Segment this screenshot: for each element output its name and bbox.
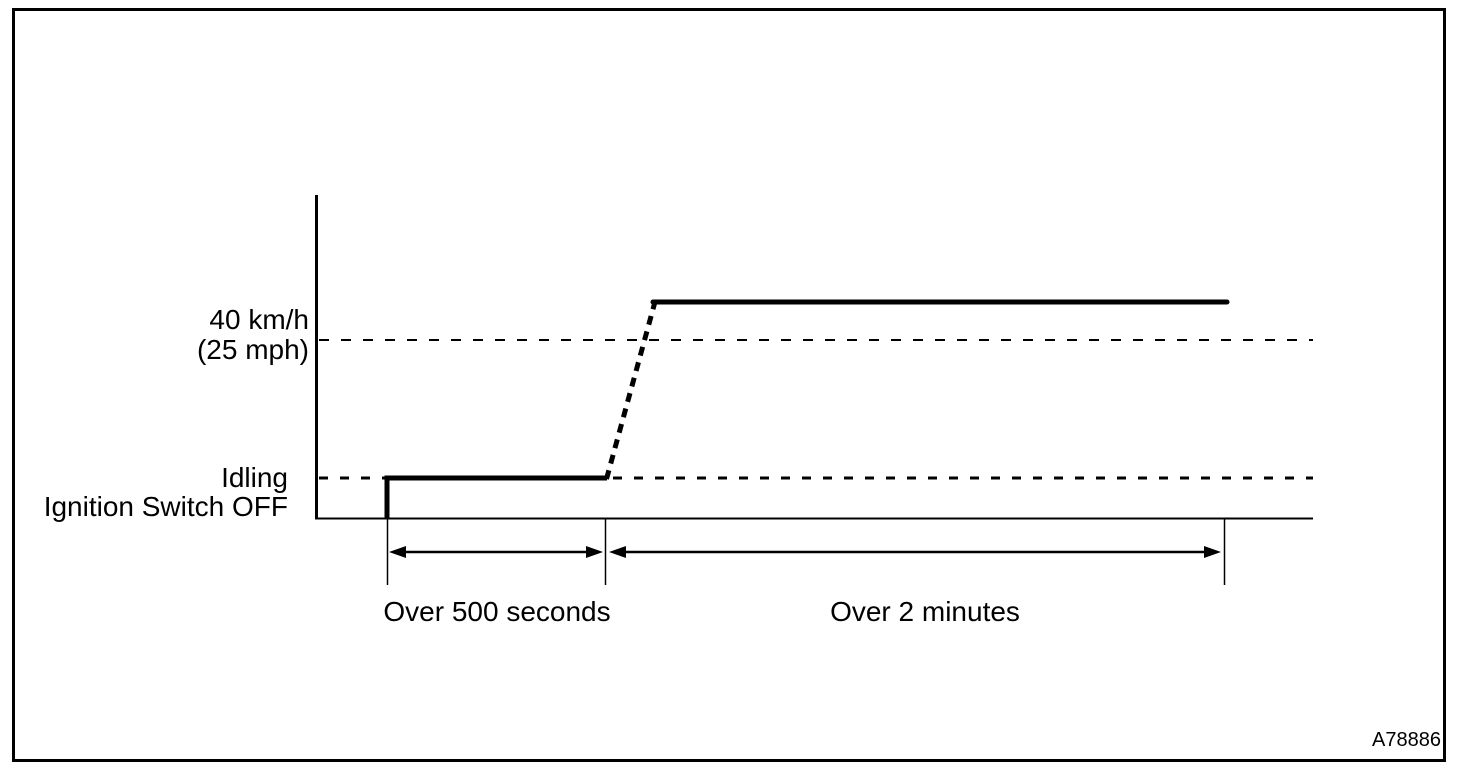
trace-acceleration-dashed-segment (604, 299, 658, 480)
figure-code: A78886 (1372, 729, 1441, 751)
idle-duration-arrow (389, 546, 603, 558)
drive-duration-arrow (609, 546, 1221, 558)
drive-duration-label: Over 2 minutes (830, 596, 1020, 627)
ignition-off-level-label: Ignition Switch OFF (43, 491, 288, 522)
drive-duration-arrowhead-left (609, 546, 626, 558)
speed-threshold-label-mph: (25 mph) (196, 334, 309, 365)
drive-duration-arrowhead-right (1204, 546, 1221, 558)
figure-border-frame (12, 8, 1446, 762)
idling-level-label: Idling (221, 462, 288, 493)
idle-duration-label: Over 500 seconds (383, 596, 611, 627)
idle-duration-arrowhead-left (389, 546, 406, 558)
speed-threshold-label-kmh: 40 km/h (209, 304, 309, 335)
speed-threshold-label: 40 km/h (25 mph) (0, 305, 309, 365)
idle-duration-arrowhead-right (586, 546, 603, 558)
